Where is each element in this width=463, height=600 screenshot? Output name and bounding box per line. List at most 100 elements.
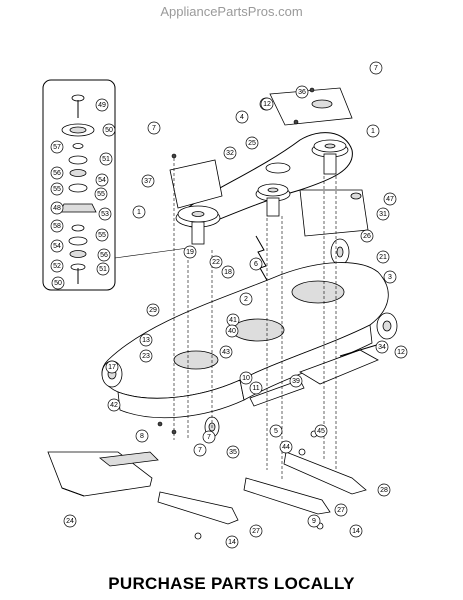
callout-bubble — [183, 245, 197, 259]
callout-bubble — [96, 262, 110, 276]
callout-bubble — [383, 270, 397, 284]
callout-bubble — [51, 276, 65, 290]
callout-number: 1 — [137, 209, 141, 216]
callout-19: 19 — [183, 245, 197, 259]
callout-48: 48 — [50, 201, 64, 215]
callout-bubble — [295, 85, 309, 99]
callout-number: 10 — [242, 375, 250, 382]
callout-number: 31 — [379, 211, 387, 218]
callout-bubble — [132, 205, 146, 219]
callout-bubble — [95, 98, 109, 112]
callout-number: 57 — [53, 144, 61, 151]
callout-number: 12 — [263, 101, 271, 108]
callout-number: 49 — [98, 102, 106, 109]
callout-number: 55 — [53, 186, 61, 193]
callout-number: 13 — [142, 337, 150, 344]
deflector-34 — [299, 349, 379, 385]
callout-number: 50 — [54, 280, 62, 287]
callout-bubble — [376, 250, 390, 264]
callout-bubble — [50, 201, 64, 215]
callout-41: 41 — [226, 313, 240, 327]
callout-number: 11 — [252, 385, 259, 392]
callout-36: 36 — [295, 85, 309, 99]
callout-number: 7 — [152, 125, 156, 132]
callout-number: 39 — [292, 378, 300, 385]
callout-7: 7 — [369, 61, 383, 75]
callout-number: 54 — [98, 177, 106, 184]
callout-bubble — [147, 121, 161, 135]
callout-12: 12 — [260, 97, 274, 111]
callout-bubble — [95, 173, 109, 187]
callout-bubble — [221, 265, 235, 279]
callout-bubble — [360, 229, 374, 243]
fitting-47 — [350, 192, 362, 200]
callout-number: 22 — [212, 259, 220, 266]
callout-6: 6 — [249, 257, 263, 271]
callout-bubble — [139, 349, 153, 363]
callout-number: 32 — [226, 150, 234, 157]
callout-number: 47 — [386, 196, 394, 203]
discharge-chute — [47, 451, 159, 497]
callout-47: 47 — [383, 192, 397, 206]
callout-number: 2 — [244, 296, 248, 303]
callout-4: 4 — [235, 110, 249, 124]
callout-40: 40 — [225, 324, 239, 338]
center-pulley — [255, 162, 291, 217]
callout-bubble — [249, 257, 263, 271]
callout-number: 3 — [388, 274, 392, 281]
callout-10: 10 — [239, 371, 253, 385]
callout-bubble — [223, 146, 237, 160]
callout-number: 24 — [66, 518, 74, 525]
callout-bubble — [394, 345, 408, 359]
callout-number: 42 — [110, 402, 118, 409]
blade-center — [243, 477, 331, 515]
callout-number: 36 — [298, 89, 306, 96]
callout-bubble — [269, 424, 283, 438]
callout-number: 50 — [105, 127, 113, 134]
callout-number: 18 — [224, 269, 232, 276]
mower-deck — [101, 262, 389, 419]
callout-bubble — [334, 503, 348, 517]
callout-28: 28 — [377, 483, 391, 497]
callout-bubble — [193, 443, 207, 457]
callout-bubble — [375, 340, 389, 354]
callout-number: 44 — [282, 444, 290, 451]
right-pulley — [311, 139, 349, 175]
callout-number: 12 — [397, 349, 405, 356]
callout-52: 52 — [50, 259, 64, 273]
callout-bubble — [94, 187, 108, 201]
callout-9: 9 — [307, 514, 321, 528]
front-wheel-right — [376, 312, 398, 340]
callout-bubble — [279, 440, 293, 454]
callout-number: 34 — [378, 344, 386, 351]
callout-24: 24 — [63, 514, 77, 528]
blade-right — [283, 451, 367, 495]
callout-58: 58 — [50, 219, 64, 233]
callout-54: 54 — [95, 173, 109, 187]
callout-bubble — [50, 219, 64, 233]
callout-53: 53 — [98, 207, 112, 221]
callout-number: 55 — [97, 191, 105, 198]
callout-number: 27 — [252, 528, 260, 535]
callout-number: 58 — [53, 223, 61, 230]
callout-number: 52 — [53, 263, 61, 270]
callout-number: 19 — [186, 249, 194, 256]
callout-number: 7 — [198, 447, 202, 454]
callout-bubble — [63, 514, 77, 528]
callout-27: 27 — [249, 524, 263, 538]
callout-bubble — [50, 166, 64, 180]
callout-29: 29 — [146, 303, 160, 317]
callout-number: 35 — [229, 449, 237, 456]
callout-45: 45 — [314, 424, 328, 438]
callout-number: 27 — [337, 507, 345, 514]
callout-bubble — [235, 110, 249, 124]
callout-number: 54 — [53, 243, 61, 250]
callout-bubble — [95, 228, 109, 242]
callout-bubble — [105, 360, 119, 374]
callout-23: 23 — [139, 349, 153, 363]
callout-18: 18 — [221, 265, 235, 279]
callout-number: 8 — [140, 433, 144, 440]
callout-13: 13 — [139, 333, 153, 347]
callout-42: 42 — [107, 398, 121, 412]
callout-bubble — [383, 192, 397, 206]
